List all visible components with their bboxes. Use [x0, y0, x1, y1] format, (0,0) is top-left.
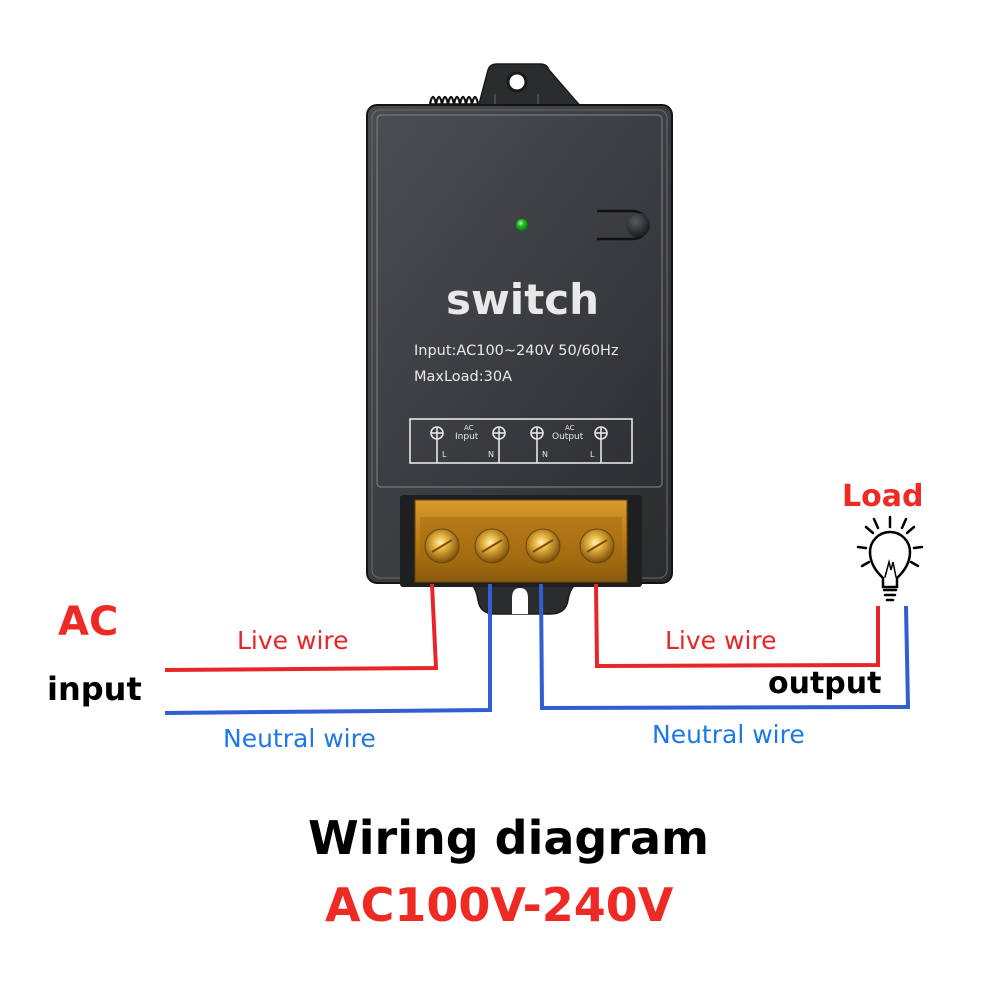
terminal-label-panel	[409, 418, 633, 464]
spring-antenna-icon	[428, 95, 480, 105]
panel-input-label: Input	[455, 432, 479, 442]
led-indicator-icon	[516, 219, 528, 231]
input-neutral-wire	[164, 584, 492, 715]
load-label: Load	[842, 479, 924, 514]
output-live-wire-label: Live wire	[665, 626, 777, 655]
input-live-wire	[164, 583, 439, 672]
panel-input-heading: AC	[464, 424, 474, 432]
device-brand-label: switch	[446, 275, 600, 324]
input-label: input	[47, 670, 142, 708]
device-spec-input: Input:AC100~240V 50/60Hz	[414, 343, 619, 359]
terminal-screw-2[interactable]	[474, 528, 510, 564]
panel-pin-l-input: L	[442, 450, 447, 459]
output-neutral-wire	[539, 583, 911, 711]
panel-pin-n-output: N	[542, 450, 548, 459]
output-label: output	[768, 666, 882, 701]
pairing-button-icon[interactable]	[597, 209, 650, 241]
footer-voltage: AC100V-240V	[325, 878, 674, 932]
input-live-wire-label: Live wire	[237, 626, 349, 655]
terminal-screw-3[interactable]	[525, 528, 561, 564]
input-neutral-wire-label: Neutral wire	[223, 724, 376, 753]
panel-output-label: Output	[552, 432, 584, 442]
panel-pin-n-input: N	[488, 450, 494, 459]
top-mounting-tab	[477, 63, 584, 109]
panel-pin-l-output: L	[590, 450, 595, 459]
output-neutral-wire-label: Neutral wire	[652, 720, 805, 749]
terminal-screw-1[interactable]	[424, 528, 460, 564]
output-live-wire	[594, 583, 880, 669]
device-spec-maxload: MaxLoad:30A	[414, 369, 513, 385]
footer-title: Wiring diagram	[308, 811, 709, 865]
light-bulb-icon	[856, 515, 924, 602]
ac-label: AC	[58, 599, 119, 645]
terminal-block	[414, 499, 628, 583]
switch-device	[366, 104, 673, 587]
panel-output-heading: AC	[565, 424, 575, 432]
terminal-screw-4[interactable]	[579, 528, 615, 564]
